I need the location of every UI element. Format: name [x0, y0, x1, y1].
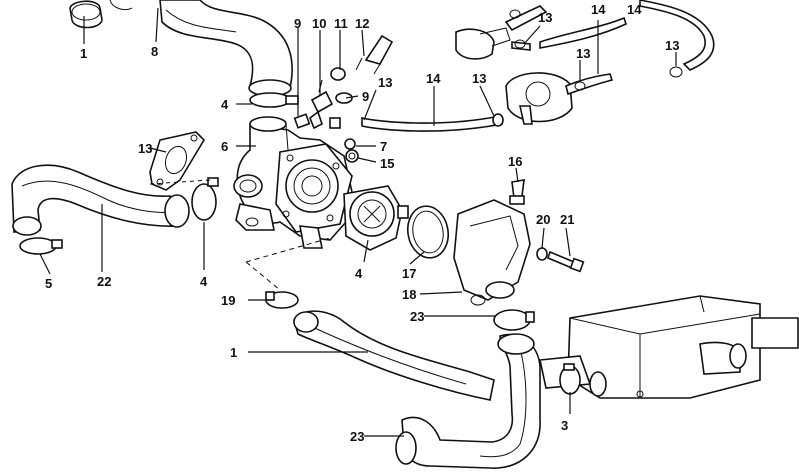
callout-18: 17: [402, 266, 416, 281]
callout-10: 10: [312, 16, 326, 31]
callout-21: 20: [536, 212, 550, 227]
clamp-part-4-top: [249, 92, 299, 108]
callout-23: 19: [221, 293, 235, 308]
callout-labels: 1 8 9 10 11 12 13 14 14 13 4 9 13 14 13 …: [45, 2, 679, 444]
callout-13: 13: [378, 75, 392, 90]
vacuum-can-right: [505, 72, 614, 125]
callout-22: 21: [560, 212, 574, 227]
callout-16: 15: [380, 156, 394, 171]
callout-15: 7: [380, 139, 387, 154]
callout-20: 16: [508, 154, 522, 169]
leader-lines: [39, 7, 677, 437]
callout-13: 13: [538, 10, 552, 25]
callout-14: 14: [591, 2, 606, 17]
housing-part-7: [233, 116, 353, 249]
callout-14: 14: [426, 71, 441, 86]
hose-part-2: [395, 333, 541, 469]
sensor-group-9-12: [293, 34, 394, 130]
hose-part-1-top: [69, 0, 133, 29]
callout-8: 8: [151, 44, 158, 59]
cover-part-19: [453, 199, 531, 306]
bleed-screw-part-20: [509, 179, 525, 205]
callout-4: 4: [221, 97, 229, 112]
clamp-part-4-mid: [191, 177, 219, 221]
callout-13: 13: [472, 71, 486, 86]
vacuum-unit: [455, 0, 715, 78]
callout-4: 4: [200, 274, 208, 289]
clamp-part-23-mid: [265, 291, 299, 309]
callout-19: 18: [402, 287, 416, 302]
clamp-part-4-left: [19, 237, 63, 255]
callout-3: 1: [230, 345, 237, 360]
gasket-part-6: [149, 131, 206, 191]
fittings-15-16: [329, 117, 359, 163]
reference-lines: [149, 179, 331, 291]
seal-ring-part-18: [406, 205, 450, 259]
callout-1: 23: [410, 309, 424, 324]
callout-6: 13: [138, 141, 152, 156]
callout-2: 23: [350, 429, 364, 444]
callout-23: 3: [561, 418, 568, 433]
callout-11: 11: [334, 16, 348, 31]
callout-4: 5: [45, 276, 52, 291]
callout-17: 4: [355, 266, 363, 281]
callout-9: 9: [362, 89, 369, 104]
vacuum-hose-part-14: [361, 113, 504, 132]
callout-7: 6: [221, 139, 228, 154]
callout-13: 13: [665, 38, 679, 53]
hose-part-5: [11, 164, 190, 236]
callout-14: 14: [627, 2, 642, 17]
callout-9: 9: [294, 16, 301, 31]
clamp-part-1-right: [493, 309, 535, 331]
hose-part-3: [293, 310, 495, 401]
hose-part-8: [159, 0, 293, 97]
bolt-washer-21-22: [536, 247, 585, 273]
thermostat-part-17: [343, 185, 409, 251]
callout-13: 13: [576, 46, 590, 61]
callout-1: 1: [80, 46, 87, 61]
callout-5: 22: [97, 274, 111, 289]
callout-12: 12: [355, 16, 369, 31]
heater-box: [539, 295, 799, 399]
